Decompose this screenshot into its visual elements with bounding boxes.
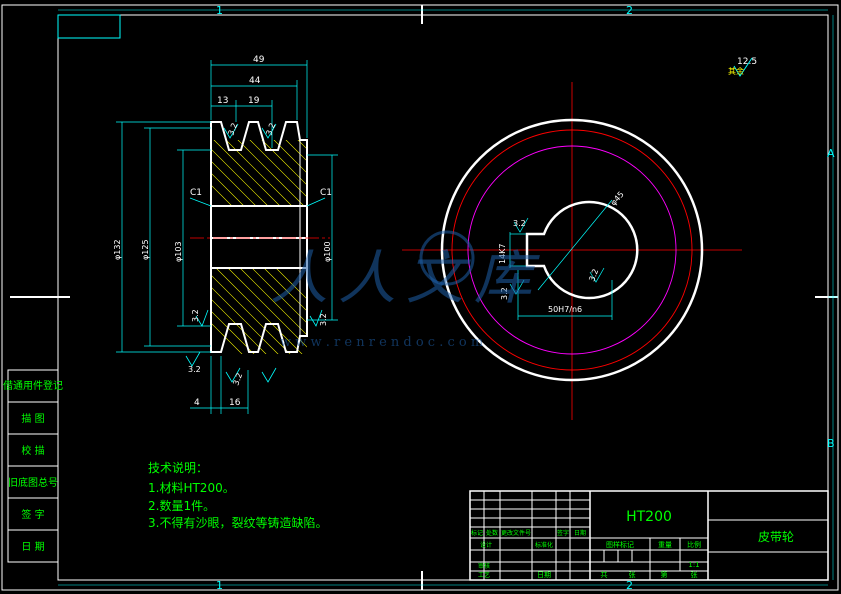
sheet-total-unit: 张 [629,570,636,579]
roughness-3-2-a: 3.2 [226,122,239,137]
global-roughness-note: 其余 [728,66,744,76]
dim-13: 13 [217,96,228,106]
zone-right-a: A [827,147,835,160]
col-label-mark: 标记 [471,529,483,537]
sheet-number-label: 第 [661,570,668,579]
global-roughness-value: 12.5 [737,57,757,67]
col-label-sign: 签字 [557,529,569,537]
global-roughness-symbol: 12.5 其余 [728,57,757,77]
dim-50h7-n6: 50H7/n6 [548,305,582,314]
watermark: 人人文库 w w w . r e n r e n d o c . c o m [270,230,542,350]
side-row-6: 日 期 [21,541,44,553]
dim-keyway-14k7: 14K7 [498,243,507,264]
col-label-count: 处数 [486,529,498,537]
roughness-3-2-c: 3.2 [191,309,200,322]
sheet-number-unit: 张 [691,570,698,579]
roughness-3-2-f: 3.2 [231,372,244,387]
chamfer-c1-left: C1 [190,188,202,198]
sheet-total-label: 共 [601,570,608,579]
zone-bottom-2: 2 [626,579,633,592]
mid-label-weight: 重量 [658,541,672,549]
dim-19: 19 [248,96,260,106]
zone-top-2: 2 [626,4,633,17]
dim-phi125: φ125 [141,239,150,260]
section-view: 49 44 13 19 φ132 φ125 φ103 φ100 C1 C1 3.… [113,55,338,414]
roughness-3-2-d: 3.2 [319,313,328,326]
dim-44: 44 [249,76,261,86]
zone-top-1: 1 [216,4,223,17]
side-row-3: 校 描 [21,444,44,457]
title-block [469,490,829,581]
side-row-2: 描 图 [21,412,44,425]
notes-heading: 技术说明： [148,460,208,475]
front-roughness-c: 3.2 [587,268,600,283]
dim-16: 16 [229,398,241,408]
dim-phi103: φ103 [174,241,183,262]
notes-item-1: 1.材料HT200。 [148,481,235,495]
title-material: HT200 [626,509,672,525]
roughness-3-2-b: 3.2 [264,122,277,137]
row-label-design: 设计 [480,541,492,549]
dim-phi100: φ100 [323,241,332,262]
side-table [7,369,59,563]
dim-4: 4 [194,398,200,408]
col-label-date: 日期 [574,529,586,537]
watermark-main: 人人文库 [270,244,542,312]
technical-notes: 技术说明： 1.材料HT200。 2.数量1件。 3.不得有沙眼，裂纹等铸造缺陷… [148,460,327,530]
title-date-label: 日期 [537,571,551,579]
mid-label-scale: 比例 [687,540,701,549]
bore-with-keyway [525,200,639,300]
zone-right-b: B [827,437,835,450]
dim-phi45: φ45 [609,190,626,208]
dim-phi132: φ132 [113,239,122,260]
notes-item-3: 3.不得有沙眼，裂纹等铸造缺陷。 [148,515,327,530]
col-label-doc: 更改文件号 [501,529,531,537]
side-row-5: 签 字 [21,508,44,521]
mid-label-pattern: 图样标记 [606,540,634,549]
pulley-outline-upper [210,121,308,207]
title-part-name: 皮带轮 [758,530,794,544]
front-roughness-a: 3.2 [513,219,526,228]
roughness-3-2-e: 3.2 [188,365,201,374]
row-label-process: 工艺 [478,571,490,579]
scale-value: 1:1 [688,561,699,569]
row-label-standard: 标准化 [535,541,553,549]
notes-item-2: 2.数量1件。 [148,498,215,513]
side-row-1: 借通用件登记 [3,379,63,392]
row-label-review: 审核 [478,562,490,570]
front-roughness-b: 3.2 [500,287,509,300]
hatch-upper [211,140,307,206]
watermark-url: w w w . r e n r e n d o c . c o m [280,335,483,350]
pulley-outline-lower [210,267,308,353]
chamfer-c1-right: C1 [320,188,332,198]
drawing-frame [1,4,839,591]
zone-bottom-1: 1 [216,579,223,592]
side-row-4: 旧底图总号 [8,476,58,489]
dim-49: 49 [253,55,265,65]
